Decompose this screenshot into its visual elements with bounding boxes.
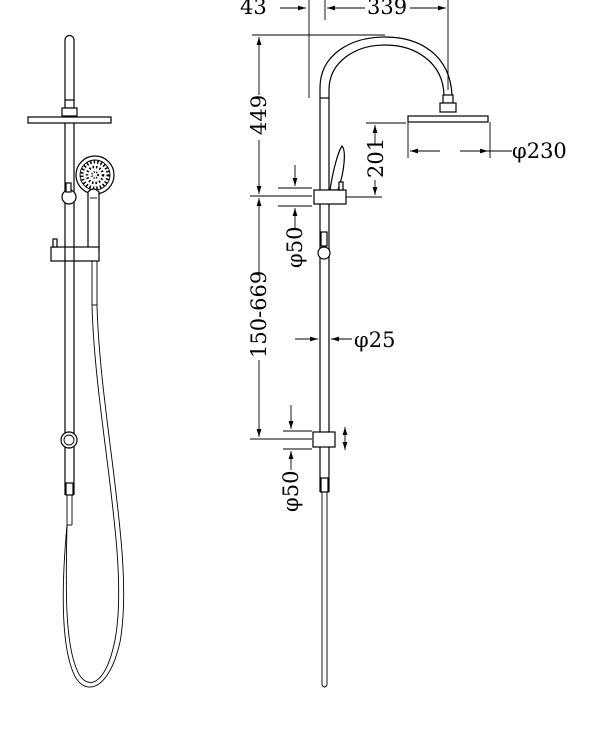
shower-hose [65, 304, 120, 683]
dimension-lines: 43 339 449 201 φ230 φ50 [240, 0, 567, 512]
curved-arm [319, 36, 453, 98]
upper-bracket [313, 189, 347, 205]
overhead-shower-head [27, 116, 112, 124]
hand-shower [75, 155, 115, 251]
slide-bracket [50, 246, 100, 262]
dim-upper-bracket: φ50 [283, 227, 307, 268]
dim-449: 449 [247, 95, 271, 135]
dim-rail-diameter: φ25 [354, 328, 395, 352]
front-view [27, 34, 125, 688]
hand-shower-side [329, 145, 345, 191]
dim-339: 339 [367, 0, 407, 19]
lower-wall-bracket [60, 431, 78, 449]
head-nut [61, 107, 78, 117]
head-connector [64, 99, 75, 109]
dim-head-diameter: φ230 [512, 139, 567, 163]
dim-lower-bracket: φ50 [279, 471, 303, 512]
top-rod [64, 34, 75, 100]
dim-201: 201 [364, 138, 388, 178]
side-view [308, 0, 489, 688]
dim-rail-range: 150-669 [247, 271, 271, 358]
dim-43: 43 [240, 0, 267, 19]
overhead-shower-head-side [407, 115, 489, 123]
lower-bracket [312, 431, 336, 448]
